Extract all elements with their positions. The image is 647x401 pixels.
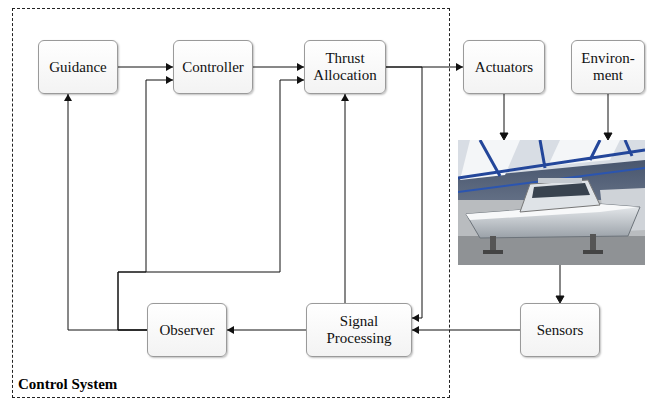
- process-box: Observer: [147, 303, 227, 357]
- signal-arrow: [253, 63, 304, 71]
- box-label: Environ- ment: [576, 50, 640, 84]
- arrowhead: [456, 63, 463, 71]
- connector-line: [412, 330, 520, 331]
- process-box: Sensors: [520, 303, 600, 357]
- connector-line: [118, 67, 173, 68]
- connector-line: [68, 94, 147, 330]
- arrowhead: [341, 94, 349, 101]
- connector-line: [253, 67, 304, 68]
- system-boundary: Control System Guidance Controller Thrust A…: [12, 8, 450, 398]
- arrowhead: [64, 94, 72, 101]
- box-label: Thrust Allocation: [309, 50, 381, 84]
- signal-arrow: [118, 76, 304, 330]
- process-box: Guidance: [38, 40, 118, 94]
- box-label: Guidance: [49, 59, 106, 76]
- process-box: Signal Processing: [306, 303, 412, 357]
- connector-line: [386, 67, 422, 318]
- signal-arrow: [412, 326, 520, 334]
- box-label: Signal Processing: [311, 313, 407, 347]
- group-label: Control System: [18, 376, 117, 393]
- connector-line: [118, 80, 304, 330]
- box-label: Controller: [182, 59, 244, 76]
- arrowhead: [412, 314, 419, 322]
- box-label: Sensors: [537, 322, 584, 339]
- connector-line: [118, 80, 173, 330]
- process-box: Thrust Allocation: [304, 40, 386, 94]
- arrowhead: [166, 63, 173, 71]
- signal-arrow: [118, 76, 173, 330]
- arrowhead: [412, 326, 419, 334]
- arrowhead: [297, 76, 304, 84]
- signal-arrow: [386, 67, 422, 322]
- arrowhead: [166, 76, 173, 84]
- connector-line: [227, 330, 306, 331]
- signal-arrow: [341, 94, 349, 303]
- box-label: Observer: [160, 322, 215, 339]
- connector-line: [345, 94, 346, 303]
- arrowhead: [297, 63, 304, 71]
- illustration-arrows: [500, 94, 612, 303]
- box-label: Actuators: [475, 59, 533, 76]
- arrowhead: [227, 326, 234, 334]
- signal-arrow: [227, 326, 306, 334]
- boat-photo: [458, 140, 645, 265]
- process-box: Actuators: [463, 40, 545, 94]
- signal-arrow: [64, 94, 147, 330]
- process-box: Controller: [173, 40, 253, 94]
- signal-arrow: [118, 63, 173, 71]
- process-box: Environ- ment: [571, 40, 645, 94]
